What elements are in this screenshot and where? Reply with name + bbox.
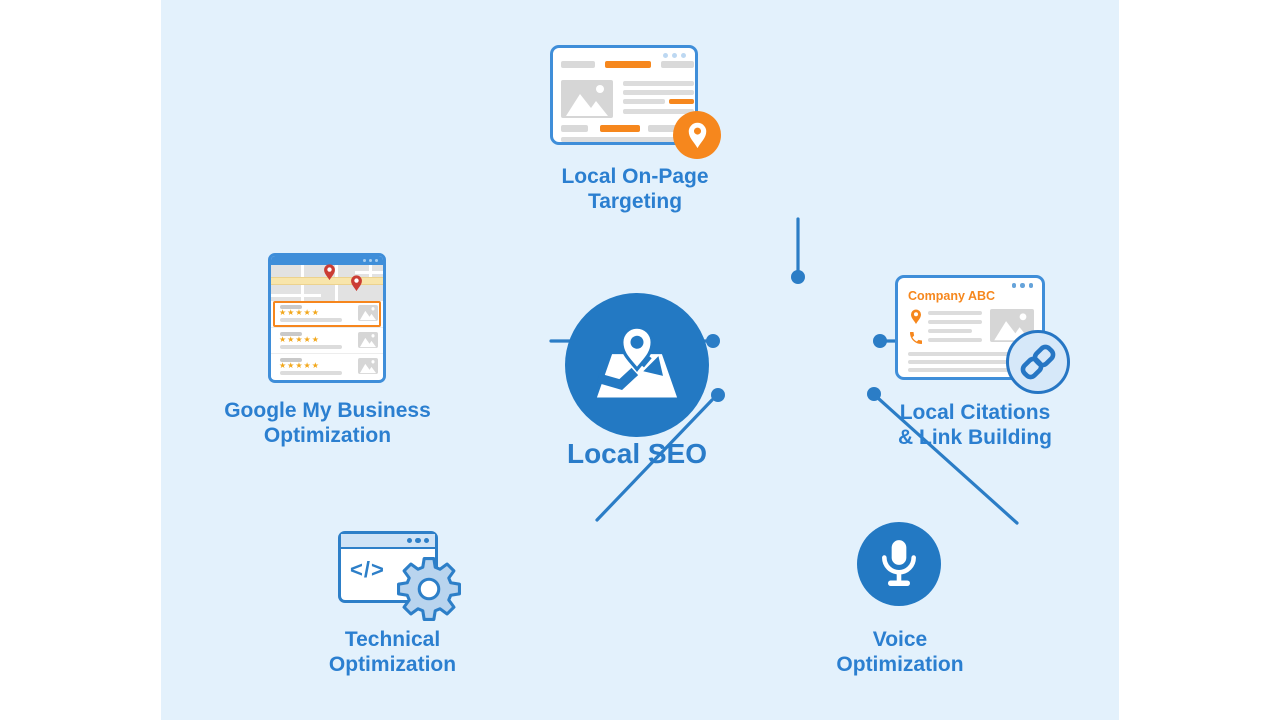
text-line bbox=[623, 81, 694, 86]
title-bar bbox=[280, 358, 302, 362]
listing-row: ★★★★★ bbox=[271, 327, 383, 353]
star-rating: ★★★★★ bbox=[279, 335, 320, 344]
text-line bbox=[928, 320, 982, 324]
image-placeholder-icon bbox=[561, 80, 613, 118]
star-rating: ★★★★★ bbox=[279, 308, 320, 317]
card-header bbox=[271, 256, 383, 265]
diagram-canvas: Local SEO Local On-Page Targeting bbox=[161, 0, 1119, 720]
map-pin-icon bbox=[324, 264, 335, 281]
link-badge-icon bbox=[1006, 330, 1070, 394]
connector-dot-right bbox=[873, 334, 887, 348]
code-glyph: </> bbox=[350, 557, 385, 582]
text-line bbox=[623, 109, 694, 114]
gear-icon bbox=[397, 557, 461, 621]
listing-row: ★★★★★ bbox=[271, 353, 383, 379]
company-name: Company ABC bbox=[908, 289, 996, 303]
location-pin-badge-icon bbox=[673, 111, 721, 159]
center-label: Local SEO bbox=[566, 438, 708, 469]
street-line bbox=[355, 271, 383, 274]
voice-circle bbox=[857, 522, 941, 606]
window-dots-icon bbox=[362, 258, 378, 262]
text-line bbox=[280, 345, 342, 349]
gray-bar bbox=[661, 61, 694, 68]
node-label-technical: Technical Optimization bbox=[328, 628, 457, 676]
title-bar bbox=[280, 332, 302, 336]
text-line bbox=[928, 338, 982, 342]
text-line bbox=[908, 360, 1024, 364]
connector-dot-top bbox=[791, 270, 805, 284]
map-pin-icon bbox=[351, 275, 362, 292]
gray-bar bbox=[561, 125, 588, 132]
window-dots-icon bbox=[1011, 283, 1033, 288]
center-circle bbox=[565, 293, 709, 437]
text-line bbox=[623, 90, 694, 95]
connector-dot-left bbox=[706, 334, 720, 348]
map-listings-card-icon: ★★★★★ ★★★★★ ★★★★★ bbox=[268, 253, 386, 383]
node-label-voice: Voice Optimization bbox=[836, 628, 964, 676]
window-dots-icon bbox=[663, 53, 686, 58]
image-placeholder-icon bbox=[358, 305, 378, 321]
text-line bbox=[623, 99, 665, 104]
title-bar bbox=[280, 305, 302, 309]
orange-bar bbox=[600, 125, 640, 132]
text-line bbox=[928, 329, 972, 333]
street-line bbox=[271, 294, 321, 297]
text-line bbox=[908, 352, 1024, 356]
node-label-gmb: Google My Business Optimization bbox=[224, 399, 431, 447]
road-line bbox=[271, 277, 383, 285]
node-label-citations: Local Citations & Link Building bbox=[898, 401, 1052, 449]
text-line bbox=[561, 137, 691, 142]
text-line bbox=[280, 371, 342, 375]
listing-row: ★★★★★ bbox=[271, 301, 383, 327]
orange-bar bbox=[605, 61, 651, 68]
chain-link-icon bbox=[1020, 344, 1056, 380]
connector-dot-bottom-left bbox=[711, 388, 725, 402]
node-label-on-page: Local On-Page Targeting bbox=[561, 165, 709, 213]
text-line bbox=[908, 368, 1024, 372]
gray-bar bbox=[561, 61, 595, 68]
connector-dot-bottom-right bbox=[867, 387, 881, 401]
window-dots-icon bbox=[406, 537, 429, 543]
image-placeholder-icon bbox=[358, 332, 378, 348]
phone-icon bbox=[910, 332, 922, 344]
map-with-pin-icon bbox=[596, 325, 678, 398]
image-placeholder-icon bbox=[358, 358, 378, 374]
address-pin-icon bbox=[911, 309, 921, 324]
window-header bbox=[341, 534, 435, 549]
microphone-icon bbox=[882, 540, 916, 586]
text-line bbox=[928, 311, 982, 315]
text-line bbox=[280, 318, 342, 322]
map-area bbox=[271, 264, 383, 301]
highlighted-listing-outline bbox=[273, 301, 381, 327]
star-rating: ★★★★★ bbox=[279, 361, 320, 370]
gray-bar bbox=[648, 125, 680, 132]
orange-text-line bbox=[669, 99, 694, 104]
